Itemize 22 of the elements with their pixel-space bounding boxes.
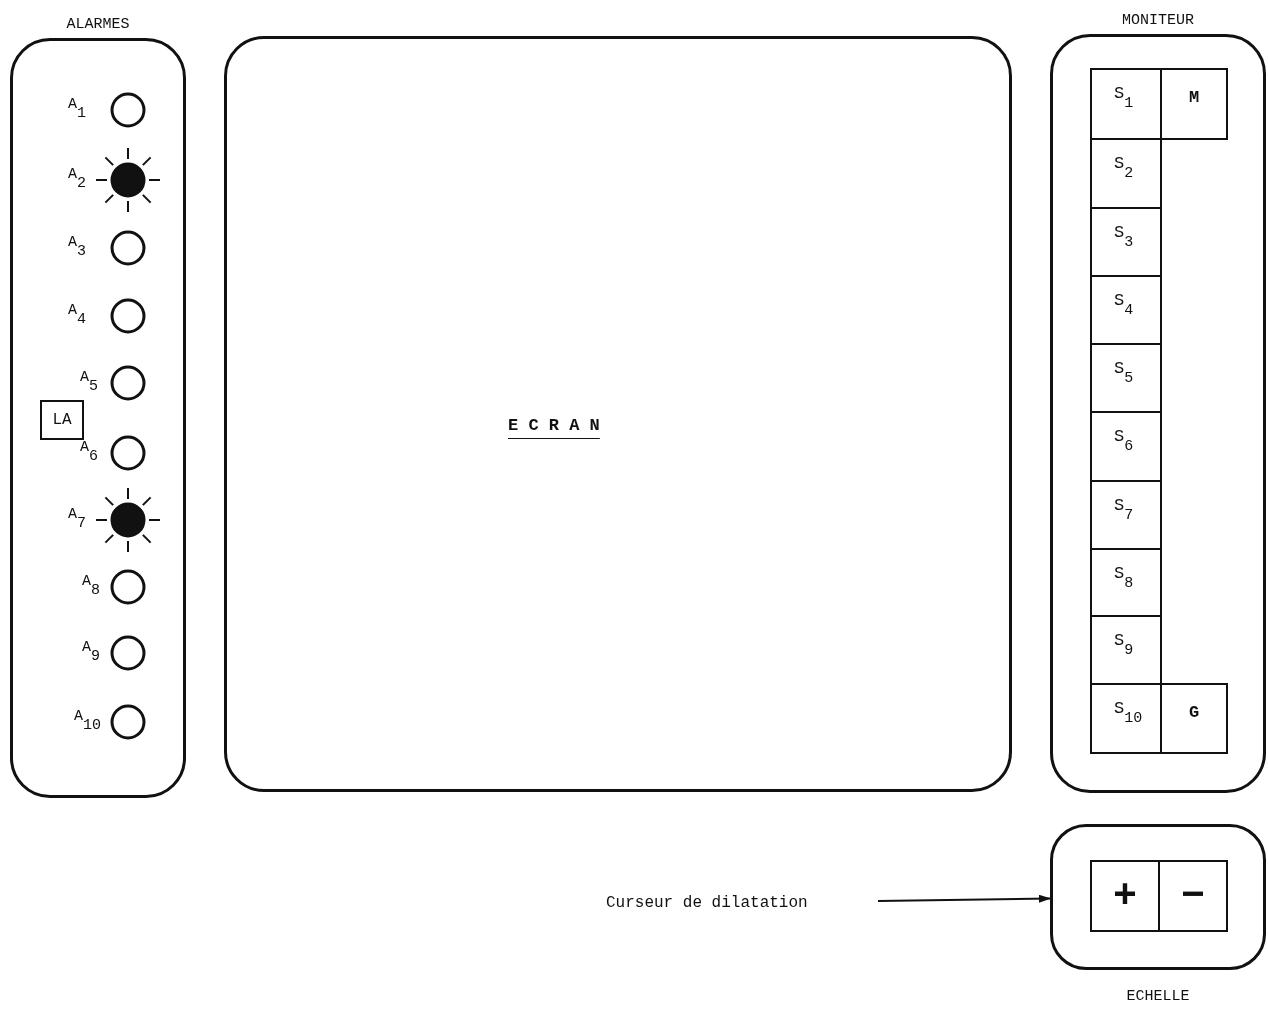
display-screen (224, 36, 1012, 792)
panel-button: S$_{3}$ (1090, 207, 1162, 277)
panel-heading: ALARMES (66, 16, 130, 34)
screen-label: E C R A N (508, 417, 600, 435)
panel-button: S$_{6}$ (1090, 411, 1162, 482)
label-box: LA (40, 400, 84, 440)
panel-button: S$_{4}$ (1090, 275, 1162, 345)
panel-heading: MONITEUR (1122, 12, 1194, 30)
arrow (877, 894, 1051, 903)
panel-button: + (1090, 860, 1160, 932)
panel-button: S$_{1}$ (1090, 68, 1162, 140)
panel-button: S$_{2}$ (1090, 138, 1162, 209)
panel-button: − (1158, 860, 1228, 932)
panel-button: S$_{9}$ (1090, 615, 1162, 685)
panel-heading: ECHELLE (1126, 988, 1190, 1006)
panel-button: G (1160, 683, 1228, 754)
panel-button: M (1160, 68, 1228, 140)
panel-button: S$_{7}$ (1090, 480, 1162, 550)
callout-text: Curseur de dilatation (606, 890, 876, 916)
panel-button: S$_{10}$ (1090, 683, 1162, 754)
panel-button: S$_{5}$ (1090, 343, 1162, 413)
panel-button: S$_{8}$ (1090, 548, 1162, 617)
